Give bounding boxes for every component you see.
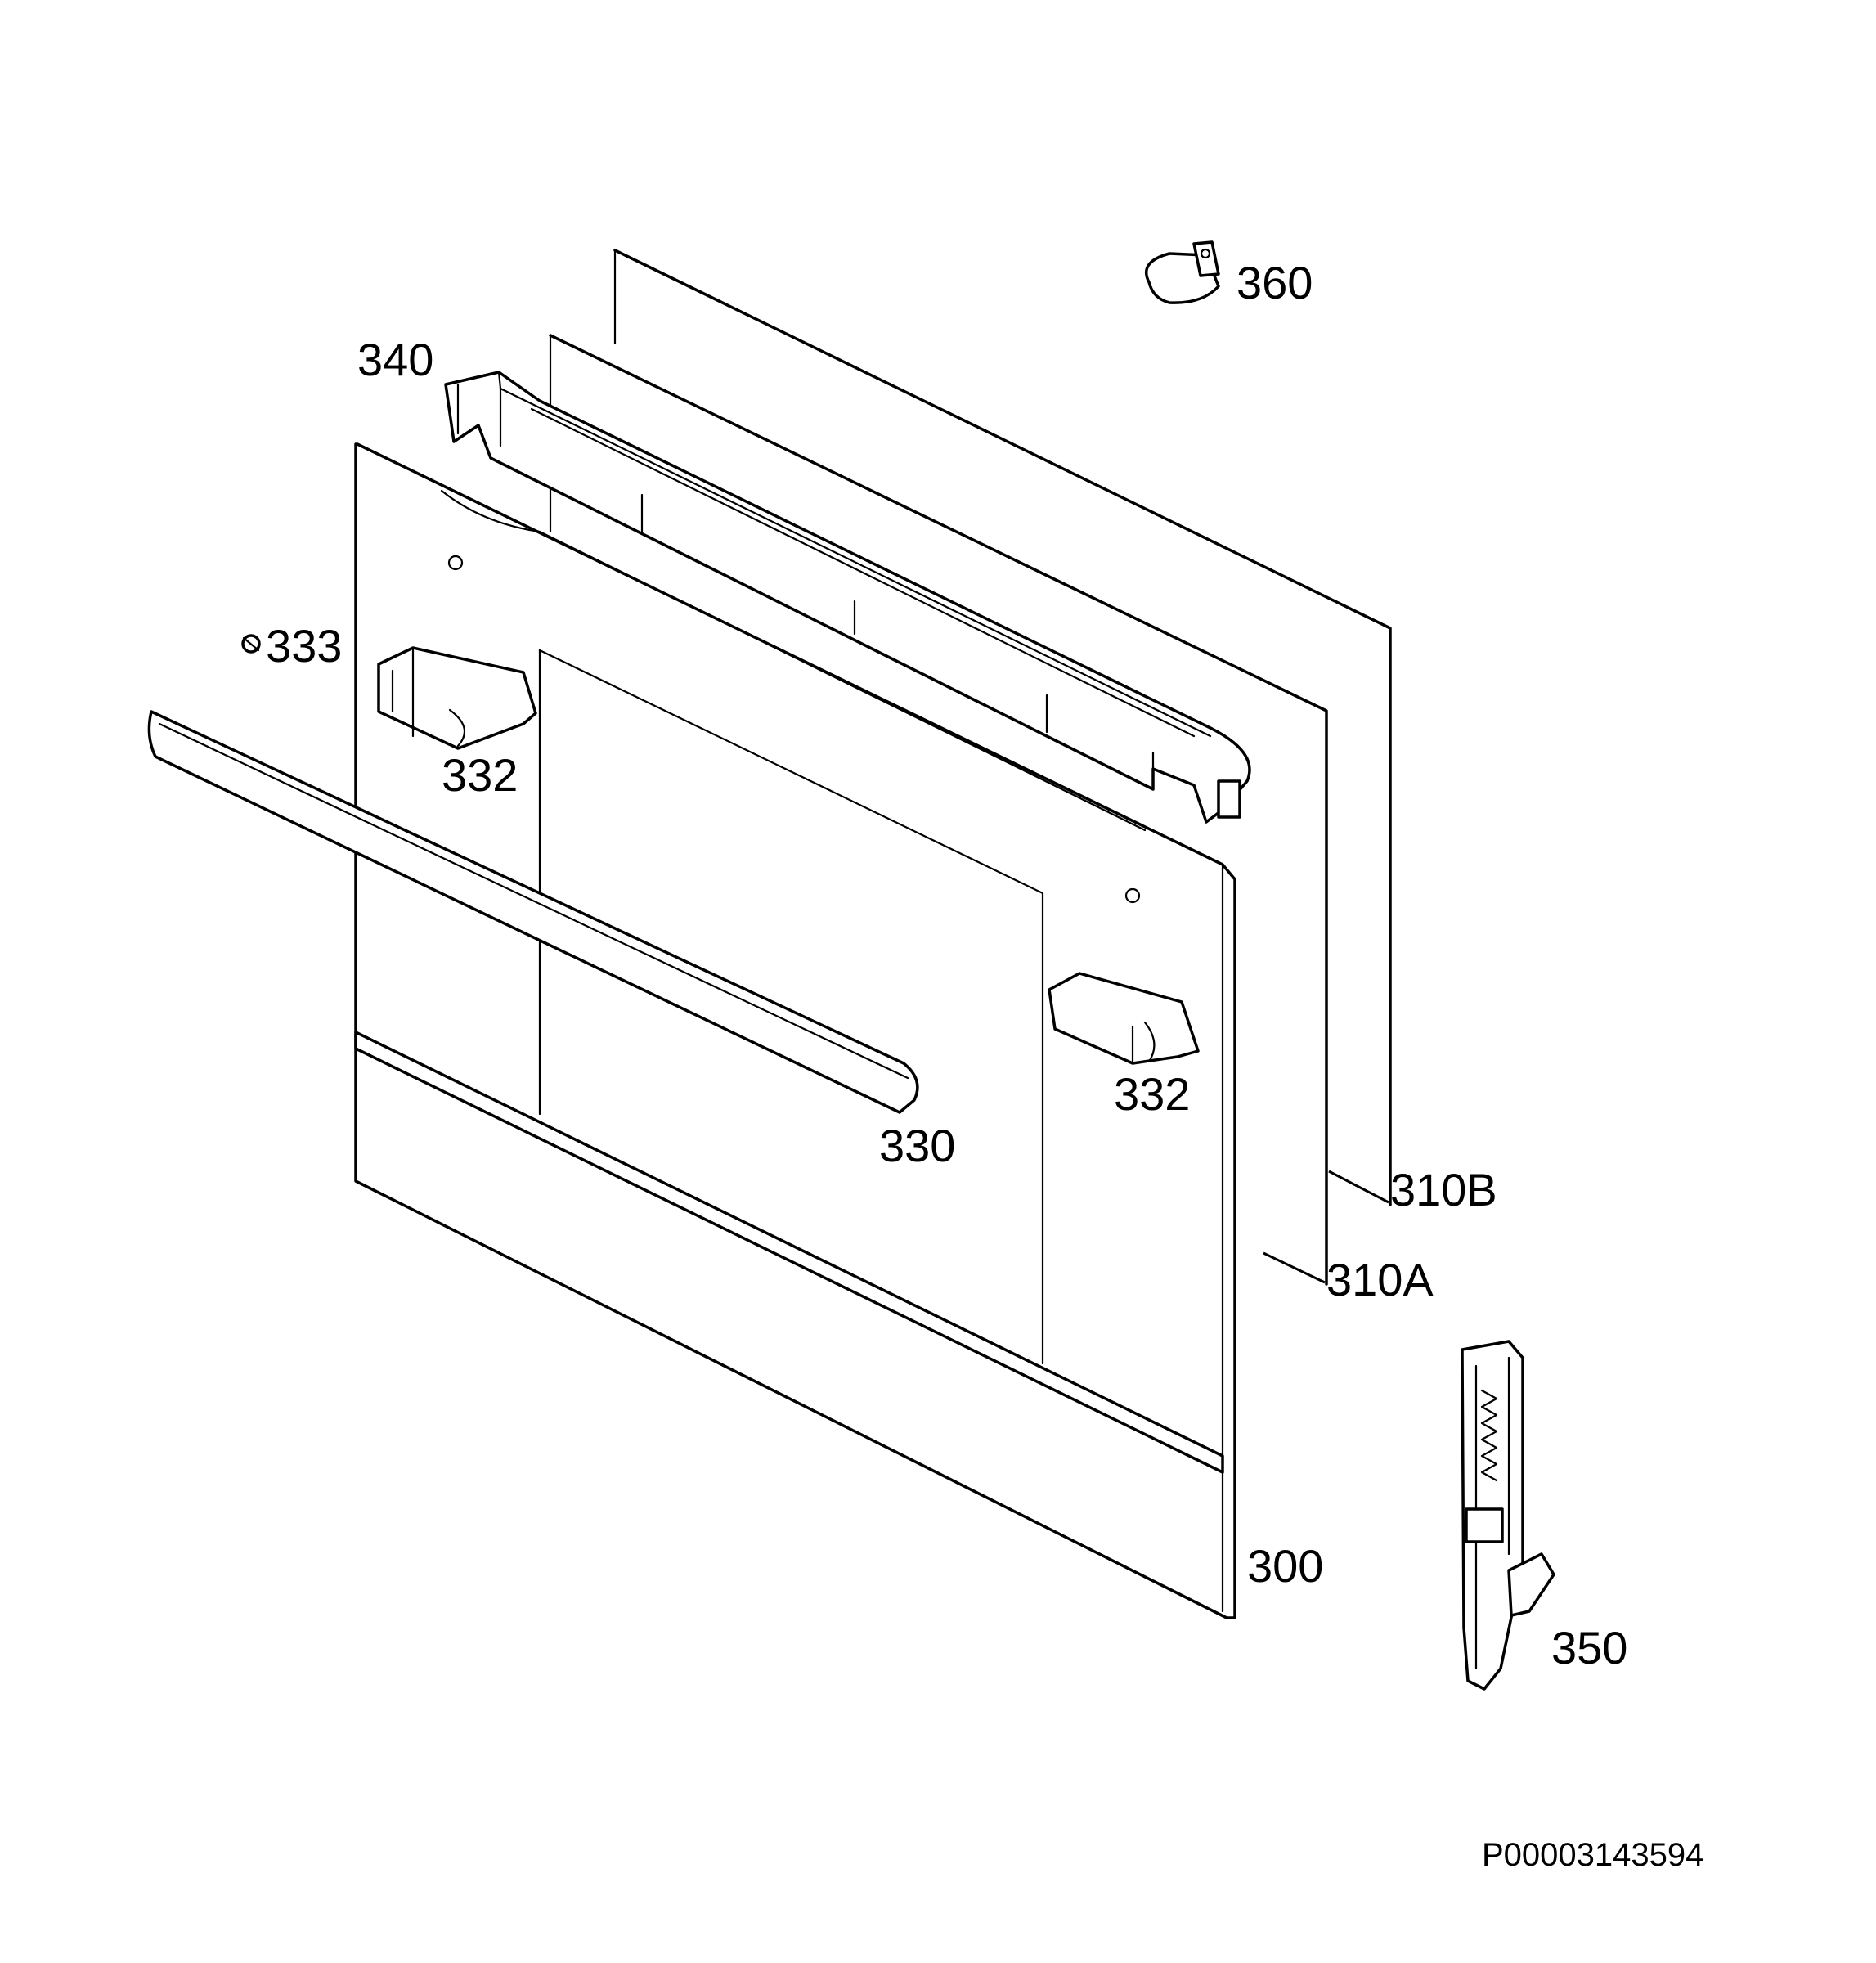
callout-332-left: 332 bbox=[442, 749, 518, 801]
callout-332-right: 332 bbox=[1114, 1068, 1191, 1120]
handle-bracket-332-right bbox=[1048, 972, 1200, 1065]
top-profile-340 bbox=[444, 371, 1251, 824]
screw-333 bbox=[241, 634, 261, 654]
leader-310b bbox=[1328, 1170, 1389, 1204]
handle-bar-330 bbox=[147, 710, 919, 1114]
callout-333: 333 bbox=[266, 620, 343, 672]
leader-310a bbox=[1263, 1251, 1326, 1284]
callout-310b: 310B bbox=[1390, 1164, 1497, 1215]
callout-360: 360 bbox=[1236, 257, 1313, 308]
callout-310a: 310A bbox=[1326, 1254, 1434, 1305]
handle-bracket-332-left bbox=[377, 646, 537, 750]
hinge-350 bbox=[1461, 1340, 1555, 1691]
callout-340: 340 bbox=[357, 334, 434, 385]
clip-360 bbox=[1144, 240, 1220, 304]
callout-300: 300 bbox=[1247, 1540, 1324, 1592]
callout-350: 350 bbox=[1551, 1622, 1628, 1673]
document-id: P00003143594 bbox=[1482, 1837, 1704, 1873]
callout-330: 330 bbox=[879, 1120, 956, 1171]
